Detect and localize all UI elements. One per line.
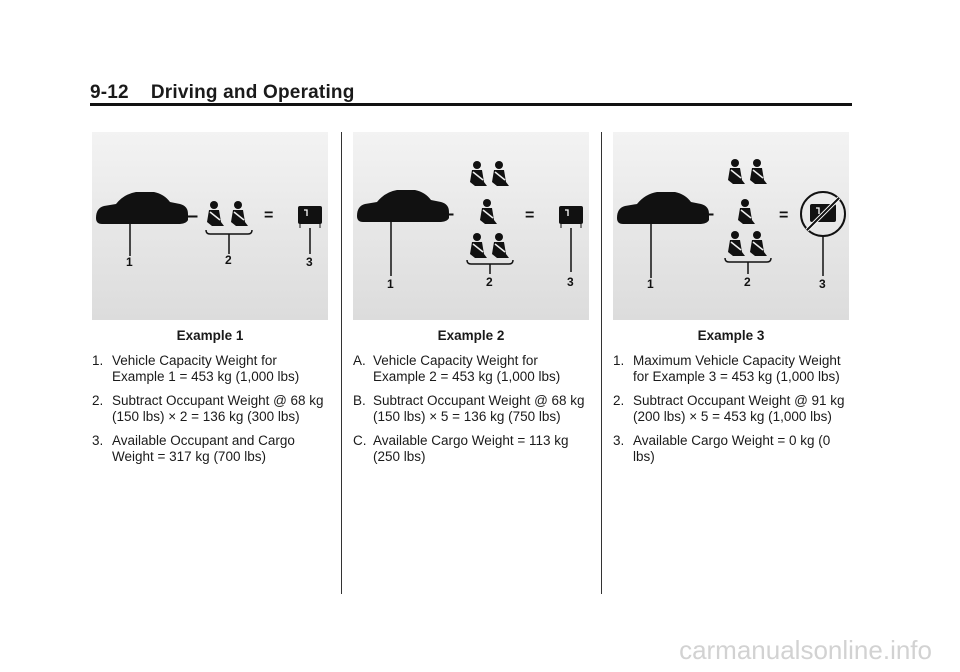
example-1-illustration: – = 1 2 3 (96, 192, 322, 269)
equals-sign: = (779, 207, 788, 224)
callout-1: 1 (647, 277, 654, 291)
example-2-column: – = 1 2 3 Example 2 A.Vehicle Capacity W… (353, 132, 589, 473)
site-watermark: carmanualsonline.info (679, 635, 932, 665)
occupant-icon (470, 233, 487, 258)
occupant-icon (207, 201, 224, 226)
callout-3: 3 (819, 277, 826, 291)
example-3-illustration: – = 1 2 3 (617, 159, 846, 291)
calculation-list: 1.Maximum Vehicle Capacity Weight for Ex… (613, 353, 849, 465)
occupant-icon (470, 161, 487, 186)
page-number: 9-12 (90, 82, 129, 103)
list-item: 3.Available Occupant and Cargo Weight = … (92, 433, 295, 464)
example-3-column: – = 1 2 3 Example 3 1.Maximum Vehicle Ca… (613, 132, 849, 473)
list-item: 2.Subtract Occupant Weight @ 91 kg (200 … (613, 393, 845, 424)
equals-sign: = (525, 207, 534, 224)
cargo-icon (559, 206, 583, 272)
column-divider (601, 132, 602, 594)
list-item: 3.Available Cargo Weight = 0 kg (0 lbs) (613, 433, 831, 464)
example-1-column: – = 1 2 3 Example 1 1.Vehicle Capacity W… (92, 132, 328, 473)
figure-caption: Example 2 (437, 328, 505, 343)
occupant-icon (738, 199, 755, 224)
occupant-icon (480, 199, 497, 224)
example-2-figure: – = 1 2 3 (353, 132, 589, 320)
list-item: 1.Maximum Vehicle Capacity Weight for Ex… (613, 353, 841, 384)
section-title: Driving and Operating (150, 82, 355, 103)
callout-3: 3 (306, 255, 313, 269)
callout-2: 2 (744, 275, 751, 289)
no-cargo-icon (800, 191, 846, 276)
occupant-icon (750, 231, 767, 256)
page-header: 9-12 Driving and Operating (90, 82, 852, 104)
figure-caption: Example 1 (176, 328, 244, 343)
occupant-icon (750, 159, 767, 184)
example-3-figure: – = 1 2 3 (613, 132, 849, 320)
list-item: B.Subtract Occupant Weight @ 68 kg (150 … (353, 393, 585, 424)
car-icon (96, 192, 188, 256)
minus-sign: – (187, 205, 198, 227)
example-2-illustration: – = 1 2 3 (357, 161, 583, 291)
list-item: C.Available Cargo Weight = 113 kg (250 l… (353, 433, 569, 464)
cargo-icon (298, 206, 322, 254)
car-icon (617, 192, 709, 278)
list-item: 1.Vehicle Capacity Weight for Example 1 … (92, 353, 300, 384)
callout-2: 2 (486, 275, 493, 289)
list-item: 2.Subtract Occupant Weight @ 68 kg (150 … (92, 393, 324, 424)
column-divider (341, 132, 342, 594)
callout-2: 2 (225, 253, 232, 267)
callout-1: 1 (126, 255, 133, 269)
minus-sign: – (443, 203, 454, 225)
occupant-icon (492, 161, 509, 186)
occupant-icon (492, 233, 509, 258)
occupant-icon (728, 159, 745, 184)
occupant-icon (231, 201, 248, 226)
calculation-list: A.Vehicle Capacity Weight for Example 2 … (353, 353, 589, 465)
callout-3: 3 (567, 275, 574, 289)
minus-sign: – (703, 203, 714, 225)
equals-sign: = (264, 207, 273, 224)
calculation-list: 1.Vehicle Capacity Weight for Example 1 … (92, 353, 328, 465)
occupant-icon (728, 231, 745, 256)
list-item: A.Vehicle Capacity Weight for Example 2 … (353, 353, 561, 384)
header-rule (90, 103, 852, 106)
car-icon (357, 190, 449, 276)
callout-1: 1 (387, 277, 394, 291)
figure-caption: Example 3 (697, 328, 765, 343)
example-1-figure: – = 1 2 3 (92, 132, 328, 320)
